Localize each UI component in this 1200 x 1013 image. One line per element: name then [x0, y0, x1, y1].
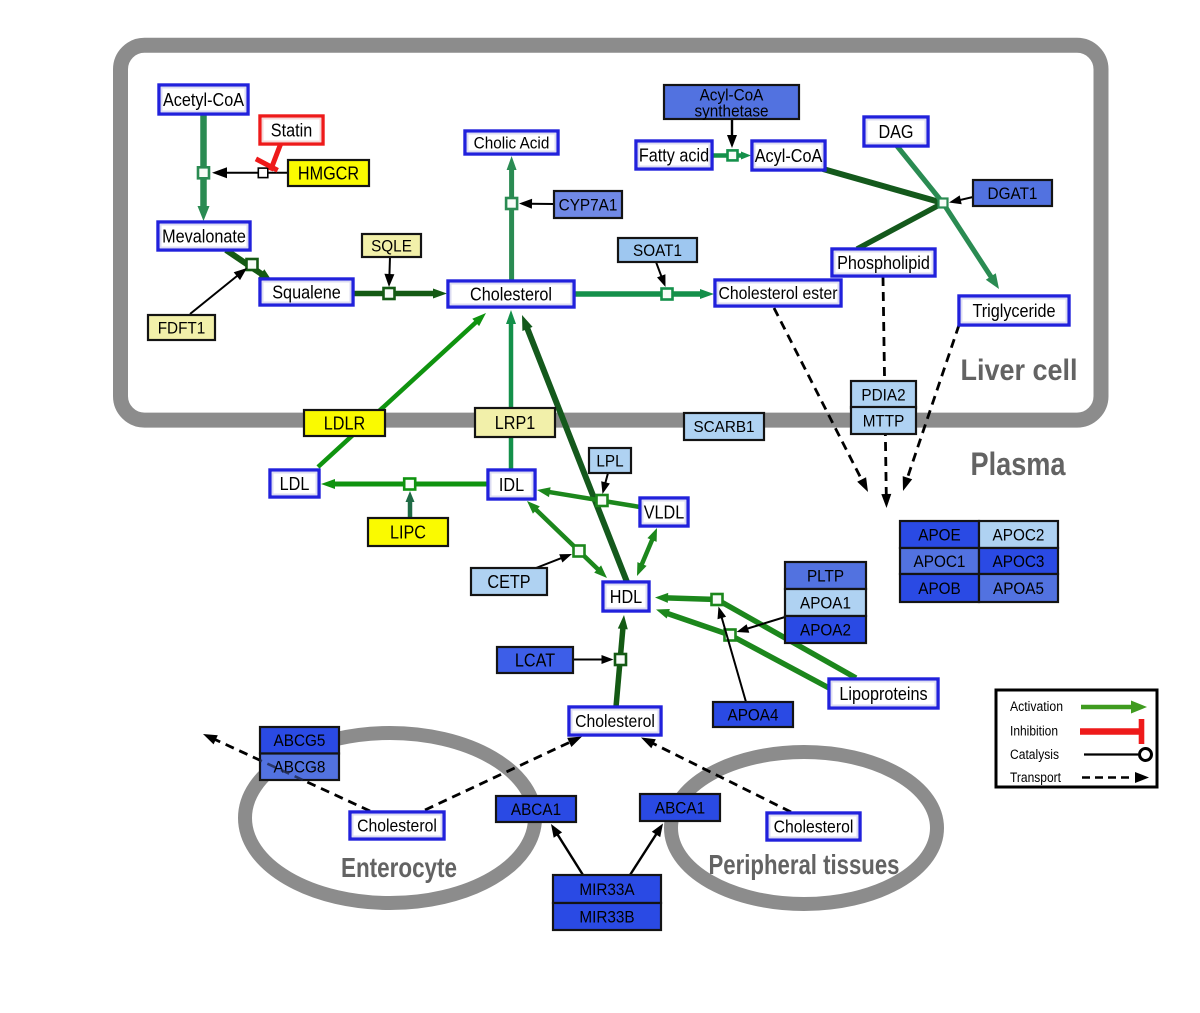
- svg-text:APOA2: APOA2: [800, 621, 851, 640]
- svg-text:APOB: APOB: [918, 579, 961, 598]
- svg-text:APOA5: APOA5: [993, 579, 1044, 598]
- svg-text:Cholesterol: Cholesterol: [774, 817, 854, 837]
- svg-text:Acyl-CoA: Acyl-CoA: [755, 146, 823, 166]
- svg-text:LDLR: LDLR: [324, 413, 365, 433]
- svg-text:Inhibition: Inhibition: [1010, 724, 1058, 739]
- svg-text:APOA4: APOA4: [728, 706, 779, 725]
- svg-text:PLTP: PLTP: [807, 567, 844, 586]
- svg-text:LIPC: LIPC: [390, 522, 426, 542]
- svg-text:DAG: DAG: [878, 122, 913, 142]
- svg-text:FDFT1: FDFT1: [158, 318, 206, 337]
- svg-text:CETP: CETP: [487, 572, 530, 592]
- svg-text:LCAT: LCAT: [515, 650, 555, 670]
- svg-text:Activation: Activation: [1010, 699, 1063, 714]
- svg-text:APOC3: APOC3: [993, 552, 1045, 571]
- svg-text:Fatty acid: Fatty acid: [639, 145, 709, 165]
- svg-text:MIR33B: MIR33B: [579, 908, 634, 927]
- svg-text:LDL: LDL: [280, 474, 310, 494]
- svg-text:HDL: HDL: [610, 587, 642, 607]
- svg-text:Acyl-CoA: Acyl-CoA: [700, 86, 764, 105]
- svg-text:LPL: LPL: [596, 451, 623, 470]
- svg-text:Cholic Acid: Cholic Acid: [474, 133, 550, 152]
- svg-text:APOE: APOE: [918, 526, 961, 545]
- svg-text:APOC2: APOC2: [993, 526, 1045, 545]
- svg-text:Mevalonate: Mevalonate: [162, 226, 246, 246]
- svg-text:Plasma: Plasma: [971, 446, 1066, 482]
- svg-text:ABCG8: ABCG8: [274, 758, 326, 777]
- svg-text:CYP7A1: CYP7A1: [559, 195, 618, 214]
- svg-text:VLDL: VLDL: [644, 502, 685, 522]
- svg-text:Cholesterol: Cholesterol: [575, 711, 655, 731]
- svg-text:ABCG5: ABCG5: [274, 731, 326, 750]
- svg-text:MIR33A: MIR33A: [579, 880, 635, 899]
- svg-text:DGAT1: DGAT1: [988, 184, 1038, 203]
- svg-text:SQLE: SQLE: [371, 236, 412, 255]
- svg-text:ABCA1: ABCA1: [655, 799, 705, 818]
- svg-text:Catalysis: Catalysis: [1010, 747, 1059, 762]
- svg-text:APOC1: APOC1: [914, 552, 966, 571]
- svg-text:IDL: IDL: [499, 475, 524, 495]
- svg-text:Acetyl-CoA: Acetyl-CoA: [163, 90, 244, 110]
- svg-text:HMGCR: HMGCR: [298, 163, 359, 183]
- svg-text:Transport: Transport: [1010, 770, 1061, 785]
- svg-text:Liver cell: Liver cell: [961, 354, 1078, 387]
- svg-text:Squalene: Squalene: [272, 282, 341, 302]
- svg-text:Statin: Statin: [271, 121, 312, 141]
- svg-text:synthetase: synthetase: [695, 102, 769, 121]
- svg-text:ABCA1: ABCA1: [511, 800, 561, 819]
- svg-text:Cholesterol: Cholesterol: [357, 816, 437, 836]
- svg-text:APOA1: APOA1: [800, 594, 851, 613]
- svg-text:MTTP: MTTP: [863, 411, 905, 430]
- svg-text:Peripheral tissues: Peripheral tissues: [709, 849, 900, 880]
- svg-text:PDIA2: PDIA2: [861, 385, 905, 404]
- svg-text:Phospholipid: Phospholipid: [837, 253, 930, 273]
- svg-text:Cholesterol ester: Cholesterol ester: [718, 283, 837, 303]
- svg-text:Enterocyte: Enterocyte: [341, 852, 457, 883]
- svg-text:SOAT1: SOAT1: [633, 241, 682, 260]
- svg-text:Lipoproteins: Lipoproteins: [839, 684, 927, 704]
- svg-text:Triglyceride: Triglyceride: [972, 301, 1055, 321]
- svg-text:LRP1: LRP1: [495, 413, 536, 433]
- svg-text:Cholesterol: Cholesterol: [470, 284, 552, 304]
- svg-text:SCARB1: SCARB1: [694, 419, 755, 436]
